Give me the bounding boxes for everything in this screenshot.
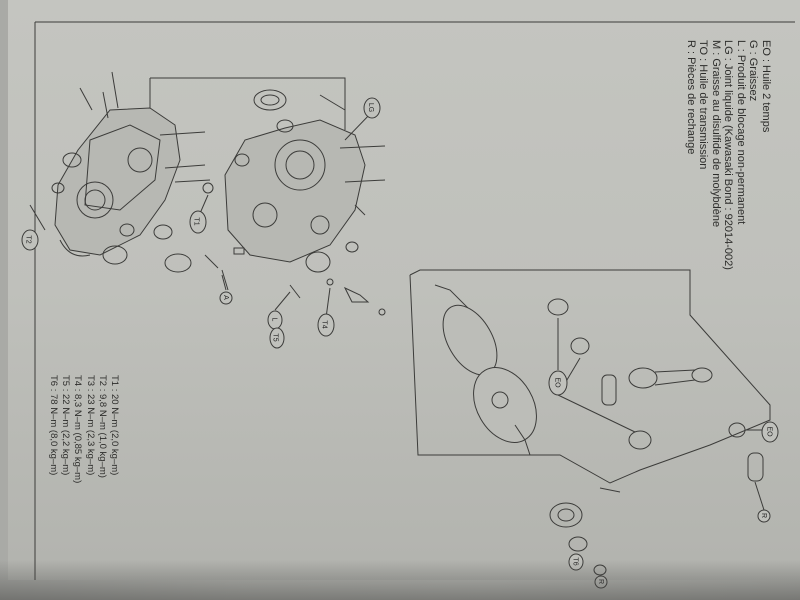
callout-l-label: L — [270, 317, 278, 322]
callout-eo2 — [761, 421, 779, 443]
callout-lg-label: LG — [367, 102, 375, 113]
torque-line: T6 : 78 N–m (8,0 kg–m) — [47, 375, 59, 476]
callout-t2 — [21, 229, 39, 251]
callout-t1 — [189, 210, 207, 234]
legend-line: R : Pièces de rechange — [685, 40, 697, 155]
bearings-left — [51, 152, 173, 265]
callout-t5 — [269, 327, 285, 349]
legend-block: EO : Huile 2 temps G : Graissez L : Prod… — [622, 40, 792, 270]
legend-line: TO : Huile de transmission — [697, 40, 710, 170]
torque-line: T1 : 20 N–m (2,0 kg–m) — [109, 375, 120, 476]
callout-eo1 — [548, 370, 568, 396]
callout-r1 — [757, 509, 771, 523]
callout-lg — [363, 97, 381, 119]
torque-specs: T1 : 20 N–m (2,0 kg–m) T2 : 9,8 N–m (1,0… — [20, 375, 120, 525]
torque-line: T3 : 23 N–m (2,3 kg–m) — [84, 375, 96, 476]
legend-line: LG : Joint liquide (Kawasaki Bond : 9201… — [722, 40, 735, 270]
callout-t2-label: T2 — [24, 235, 32, 244]
callout-eo1-label: EO — [553, 377, 561, 388]
legend-line: M : Graisse au disulfide de molybdène — [710, 40, 722, 228]
legend-line: G : Graissez — [747, 40, 760, 102]
connecting-rod — [628, 367, 713, 389]
callout-r1-label: R — [760, 512, 768, 519]
studs-right — [319, 94, 386, 216]
crankshaft — [434, 284, 537, 456]
crank-group-outline — [409, 269, 771, 484]
manual-page — [8, 0, 800, 580]
crankcase-right-half — [224, 119, 366, 263]
legend-line: L : Produit de blocage non-permanent — [735, 40, 747, 225]
studs-left — [29, 71, 211, 231]
torque-line: T5 : 22 N–m (2,2 kg–m) — [60, 375, 72, 476]
legend-line: EO : Huile 2 temps — [760, 40, 772, 133]
torque-line: T2 : 9,8 N–m (1,0 kg–m) — [96, 375, 108, 478]
callout-a — [219, 291, 233, 305]
callout-eo2-label: EO — [765, 426, 773, 437]
callout-t5-label: T5 — [271, 333, 279, 342]
callout-t4-label: T4 — [320, 320, 328, 329]
photo-shadow — [0, 560, 800, 600]
torque-line: T4 : 8,3 N–m (0,85 kg–m) — [72, 375, 84, 484]
bearings-top — [164, 89, 359, 273]
callout-t1-label: T1 — [192, 217, 200, 226]
callout-t4 — [317, 313, 335, 337]
small-parts — [202, 182, 386, 316]
callout-a-label: A — [221, 295, 229, 300]
crankcase-left-half — [54, 107, 181, 257]
